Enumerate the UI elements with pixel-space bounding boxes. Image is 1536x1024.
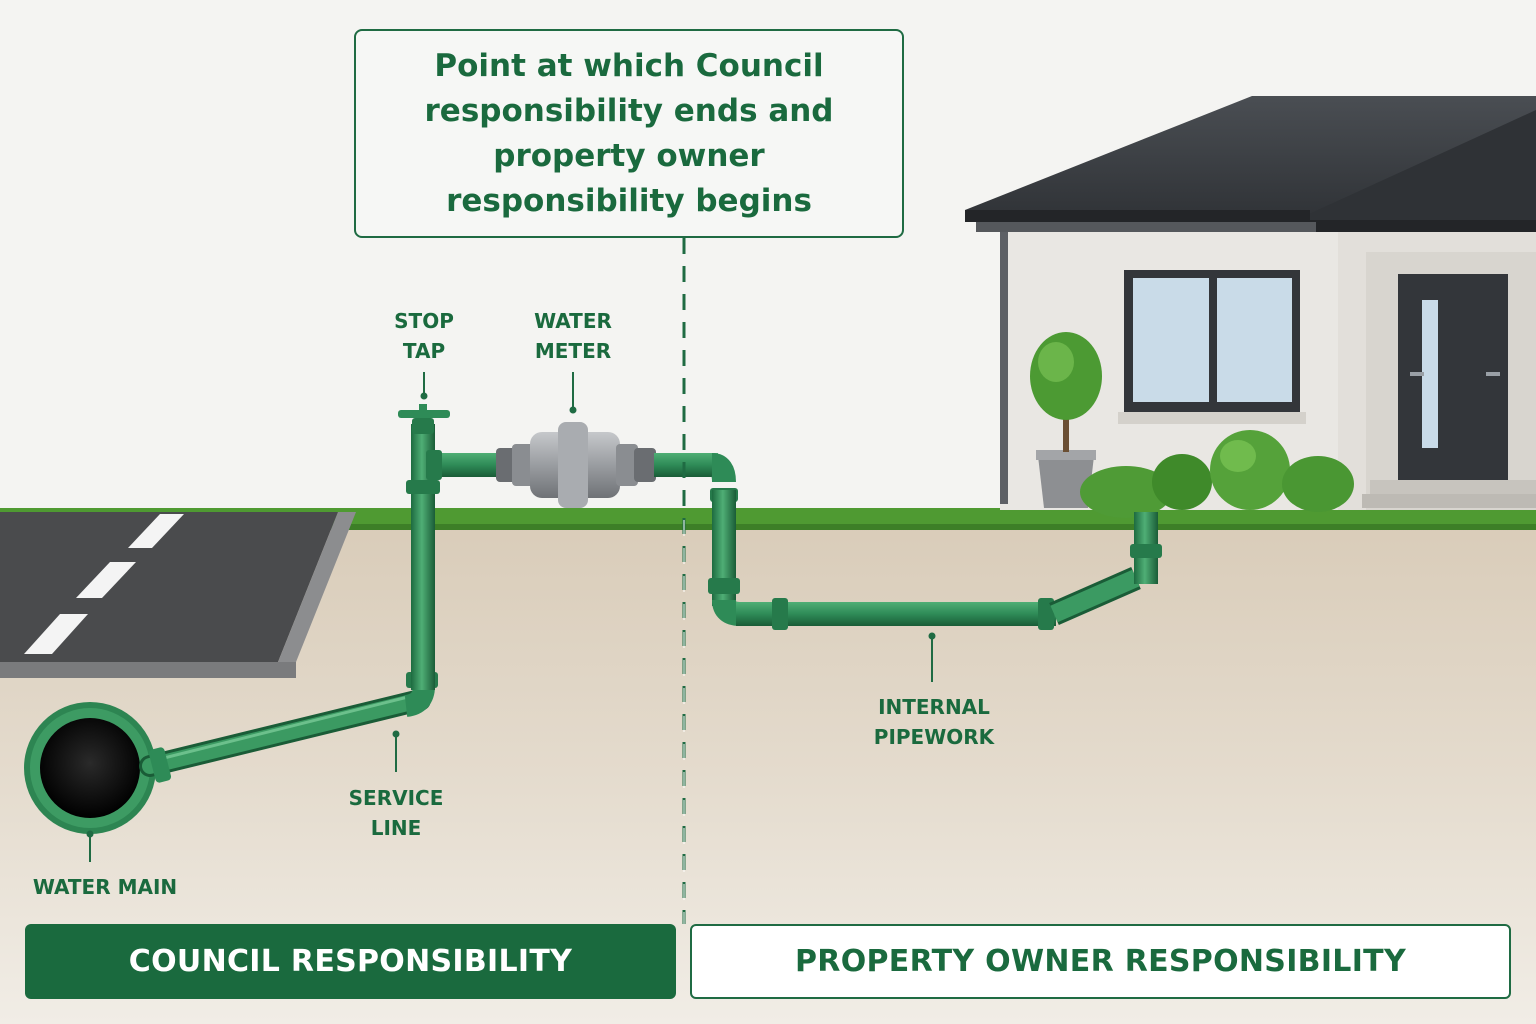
stop-tap xyxy=(398,404,450,434)
responsibility-boundary-callout: Point at which Council responsibility en… xyxy=(354,29,904,238)
label-leader-lines xyxy=(86,372,936,862)
garden-shrubs xyxy=(1080,430,1354,518)
water-main-label: WATER MAIN xyxy=(32,875,178,899)
front-door xyxy=(1398,274,1508,480)
road xyxy=(0,512,356,678)
property-owner-responsibility-band: PROPERTY OWNER RESPONSIBILITY xyxy=(690,924,1511,999)
service-line-pipe xyxy=(139,424,440,783)
internal-pipework-label: INTERNAL PIPEWORK xyxy=(873,695,995,749)
service-line-label: SERVICE LINE xyxy=(348,786,444,840)
internal-pipework-pipe xyxy=(654,453,1162,630)
road-marking xyxy=(128,514,184,548)
property-owner-responsibility-label: PROPERTY OWNER RESPONSIBILITY xyxy=(795,944,1406,979)
water-main xyxy=(24,702,156,834)
callout-text: Point at which Council responsibility en… xyxy=(424,47,834,219)
road-marking xyxy=(24,614,88,654)
water-meter xyxy=(496,422,656,508)
water-meter-label: WATER METER xyxy=(534,309,612,363)
potted-topiary xyxy=(1030,332,1102,508)
road-marking xyxy=(76,562,136,598)
council-responsibility-label: COUNCIL RESPONSIBILITY xyxy=(128,944,573,979)
stop-tap-label: STOP TAP xyxy=(394,309,454,363)
council-responsibility-band: COUNCIL RESPONSIBILITY xyxy=(25,924,676,999)
